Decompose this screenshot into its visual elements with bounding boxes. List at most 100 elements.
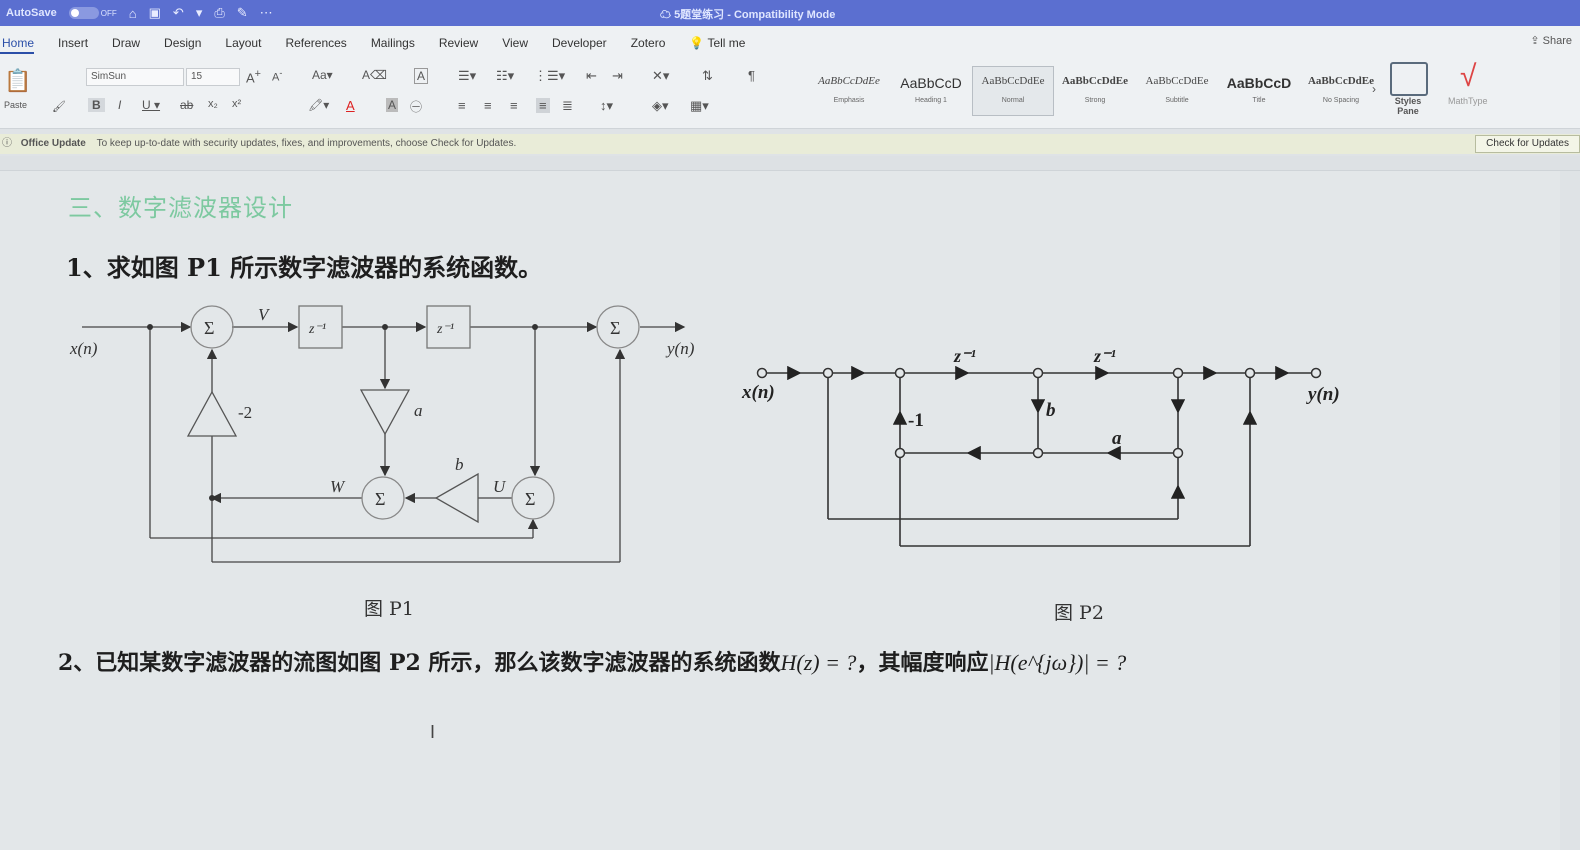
style-preview: AaBbCcDdEe <box>1061 75 1128 87</box>
style-title[interactable]: AaBbCcD Title <box>1218 66 1300 116</box>
question-2-text: 2、已知某数字滤波器的流图如图 P2 所示，那么该数字滤波器的系统函数 <box>58 650 781 676</box>
p1-input-label: x(n) <box>69 339 98 358</box>
question-2: 2、已知某数字滤波器的流图如图 P2 所示，那么该数字滤波器的系统函数H(z) … <box>58 645 1126 677</box>
distributed-icon[interactable]: ≣ <box>562 98 573 113</box>
numbering-icon[interactable]: ☷▾ <box>496 68 515 83</box>
p1-sum-1 <box>190 305 234 349</box>
more-icon[interactable]: ⋯ <box>259 5 273 20</box>
enclose-characters-icon[interactable]: ㊀ <box>410 100 423 114</box>
change-case-icon[interactable]: Aa▾ <box>312 68 333 82</box>
ribbon-home: 📋 Paste 🖌 SimSun 15 A+ A- Aa▾ A⌫ A B I U… <box>0 60 1580 129</box>
clipboard-icon[interactable]: 📋 <box>4 68 32 93</box>
styles-gallery-more-icon[interactable]: › <box>1372 82 1376 96</box>
increase-indent-icon[interactable]: ⇥ <box>612 68 623 83</box>
decrease-indent-icon[interactable]: ⇤ <box>586 68 597 83</box>
tab-mailings[interactable]: Mailings <box>370 36 415 50</box>
tab-home[interactable]: Home <box>0 26 46 60</box>
tell-me[interactable]: 💡 Tell me <box>677 26 757 60</box>
mathtype-icon[interactable]: √ <box>1460 60 1477 93</box>
align-center-icon[interactable]: ≡ <box>484 98 492 113</box>
strikethrough-button[interactable]: ab <box>180 98 194 112</box>
p1-label-w: W <box>330 477 346 496</box>
horizontal-ruler[interactable] <box>0 156 1580 171</box>
character-shading-icon[interactable]: A <box>386 98 399 112</box>
tab-insert[interactable]: Insert <box>58 36 89 50</box>
multilevel-list-icon[interactable]: ⋮☰▾ <box>534 68 566 83</box>
autosave-toggle[interactable] <box>68 7 99 19</box>
share-label: Share <box>1542 35 1572 47</box>
p1-sum-out <box>596 305 640 349</box>
align-right-icon[interactable]: ≡ <box>510 98 518 113</box>
undo-icon[interactable]: ↶ <box>172 5 184 20</box>
document-page[interactable] <box>0 171 1560 850</box>
shrink-font-icon[interactable]: A- <box>272 68 283 84</box>
print-icon[interactable]: ⎙ <box>214 5 225 20</box>
share-button[interactable]: ⇪ Share <box>1530 34 1572 47</box>
underline-button[interactable]: U ▾ <box>142 98 161 112</box>
tab-view[interactable]: View <box>502 36 528 50</box>
tab-developer[interactable]: Developer <box>551 36 607 50</box>
align-left-icon[interactable]: ≡ <box>458 98 466 113</box>
tab-review[interactable]: Review <box>438 36 479 50</box>
p2-label-a: a <box>1112 428 1122 449</box>
tab-zotero[interactable]: Zotero <box>630 36 666 50</box>
check-for-updates-button[interactable]: Check for Updates <box>1475 135 1580 153</box>
subscript-button[interactable]: x₂ <box>208 98 218 110</box>
grow-font-icon[interactable]: A+ <box>246 68 261 86</box>
font-size-select[interactable]: 15 <box>186 68 240 86</box>
p1-output-label: y(n) <box>665 339 695 358</box>
save-icon[interactable]: ▣ <box>148 5 161 20</box>
p2-label-b: b <box>1046 400 1056 421</box>
highlight-icon[interactable]: 🖍▾ <box>308 98 330 112</box>
asian-layout-icon[interactable]: ✕▾ <box>652 68 670 83</box>
clear-formatting-icon[interactable]: A⌫ <box>362 68 387 82</box>
autosave-label: AutoSave <box>6 7 57 19</box>
diagram-p1: x(n) y(n) Σ Σ Σ Σ z⁻¹ z⁻¹ V W U -2 a b <box>69 305 695 563</box>
p1-label-b: b <box>455 455 464 474</box>
tab-layout[interactable]: Layout <box>225 36 262 50</box>
format-painter-icon[interactable]: 🖌 <box>52 101 66 113</box>
lightbulb-icon: 💡 <box>689 36 705 50</box>
font-name-select[interactable]: SimSun <box>86 68 184 86</box>
bold-button[interactable]: B <box>88 98 105 112</box>
home-icon[interactable]: ⌂ <box>128 5 137 21</box>
bullets-icon[interactable]: ☰▾ <box>458 68 477 83</box>
section-heading: 三、数字滤波器设计 <box>68 195 293 222</box>
tab-references[interactable]: References <box>285 36 347 50</box>
diagram-p2: x(n) y(n) z⁻¹ z⁻¹ -1 b a <box>741 346 1340 547</box>
text-cursor-icon: I <box>430 722 436 742</box>
tab-design[interactable]: Design <box>164 36 202 50</box>
document-title-text: 5题堂练习 - Compatibility Mode <box>674 9 836 21</box>
italic-button[interactable]: I <box>118 98 122 112</box>
font-color-button[interactable]: A <box>346 98 355 113</box>
tab-draw[interactable]: Draw <box>112 36 141 50</box>
mathtype-label[interactable]: MathType <box>1448 96 1488 106</box>
chevron-down-icon[interactable]: ▾ <box>195 5 203 20</box>
p1-sum-u <box>511 476 555 520</box>
question-2-mid: ，其幅度响应 <box>856 650 989 676</box>
p2-output-label: y(n) <box>1306 384 1340 405</box>
style-preview: AaBbCcD <box>1226 75 1292 91</box>
sort-icon[interactable]: ⇅ <box>702 68 713 83</box>
shading-icon[interactable]: ◈▾ <box>652 98 669 113</box>
character-border-icon[interactable]: A <box>414 68 429 84</box>
borders-icon[interactable]: ▦▾ <box>690 98 709 113</box>
styles-pane-label[interactable]: Styles Pane <box>1394 96 1422 116</box>
p1-delay-1-label: z⁻¹ <box>308 322 326 337</box>
pilcrow-icon[interactable]: ¶ <box>748 68 755 83</box>
line-spacing-icon[interactable]: ↕▾ <box>600 98 614 113</box>
superscript-button[interactable]: x² <box>232 98 242 110</box>
edit-icon[interactable]: ✎ <box>236 5 248 20</box>
p1-sum-w <box>361 476 405 520</box>
justify-icon[interactable]: ≡ <box>536 98 550 113</box>
style-name: Title <box>1252 97 1266 104</box>
styles-pane-icon[interactable] <box>1390 62 1428 96</box>
p1-label-neg2: -2 <box>238 403 252 422</box>
